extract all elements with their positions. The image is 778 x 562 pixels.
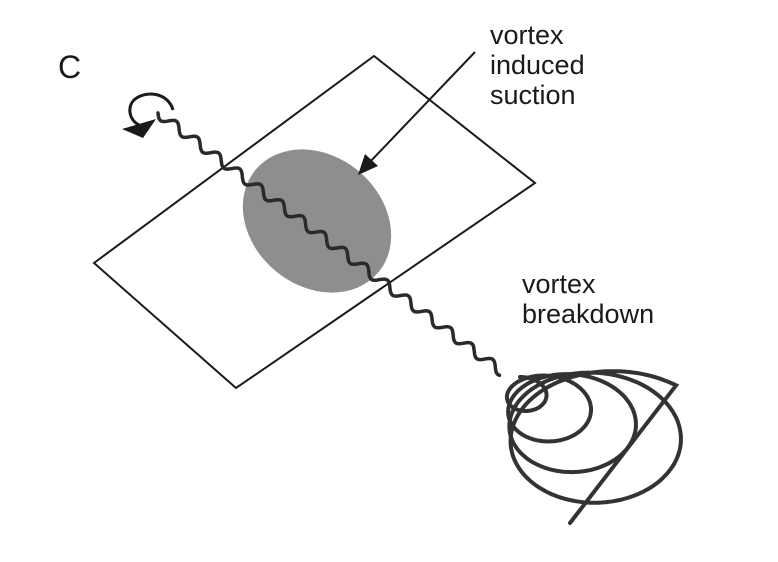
suction-leader-line [367,51,476,165]
breakdown-annotation-line: vortex [522,269,596,299]
suction-annotation: vortex induced suction [490,20,585,110]
suction-annotation-line: vortex [490,20,564,50]
panel-label: C [58,49,82,85]
suction-arrowhead-icon [358,154,378,175]
rotation-arrowhead-icon [122,119,156,138]
suction-annotation-line: induced [490,50,585,80]
vortex-breakdown-spiral [504,369,683,525]
vortex-core-line [156,111,502,378]
rotation-arrow-icon [128,92,175,128]
suction-annotation-line: suction [490,80,576,110]
breakdown-annotation-line: breakdown [522,299,655,329]
breakdown-annotation: vortex breakdown [522,269,654,329]
suction-region [242,149,392,293]
cutting-plane [92,54,537,390]
